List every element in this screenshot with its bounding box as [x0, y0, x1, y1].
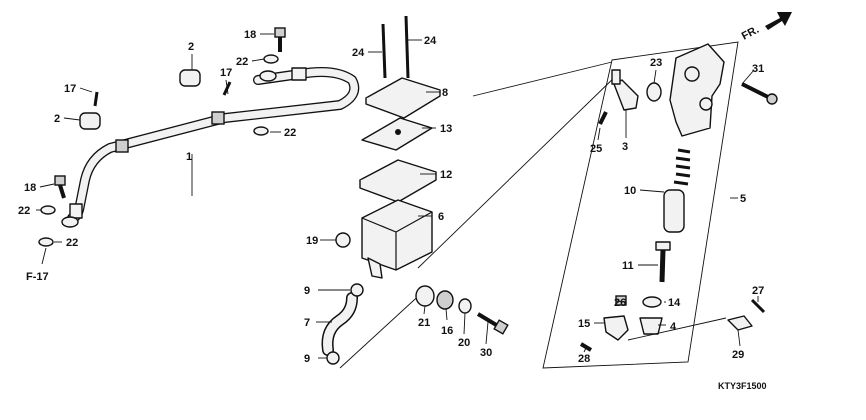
callout-24: 24 [352, 47, 365, 59]
callout-25: 25 [590, 143, 602, 155]
assembly-frame [542, 41, 739, 369]
leader-lines [36, 33, 759, 359]
callout-labels: 1 2 2 3 4 5 6 7 8 9 9 10 11 12 13 14 15 … [18, 29, 764, 365]
master-cylinder-body [669, 43, 725, 137]
joint-clip [727, 315, 753, 331]
frame-guide-middle [417, 71, 621, 269]
o-ring [646, 82, 662, 102]
sealing-washer [263, 54, 279, 64]
frame-guide-bottom [339, 289, 426, 369]
frame-guide-top [472, 61, 613, 97]
hose-sleeve [211, 111, 225, 125]
callout-19: 19 [306, 235, 318, 247]
callout-5: 5 [740, 193, 746, 205]
callout-16: 16 [441, 325, 453, 337]
piston-cup [663, 189, 685, 233]
arrow-icon [765, 12, 792, 30]
callout-22: 22 [284, 127, 296, 139]
callout-3: 3 [622, 141, 628, 153]
hose-fitting [291, 67, 307, 81]
direction-label: FR. [740, 24, 761, 43]
hose-clip [350, 283, 364, 297]
joint-pin [579, 342, 593, 352]
joint-boss [415, 285, 435, 307]
callout-17: 17 [220, 67, 232, 79]
callout-8: 8 [442, 87, 448, 99]
callout-7: 7 [304, 317, 310, 329]
push-rod-joint [603, 315, 629, 341]
reservoir-cap-screw [404, 15, 410, 79]
piston-spring [673, 148, 691, 186]
callout-29: 29 [732, 349, 744, 361]
hose-sleeve [115, 139, 129, 153]
callout-24: 24 [424, 35, 437, 47]
reservoir-joint [611, 69, 639, 111]
banjo-fitting [61, 216, 79, 228]
push-rod-boot [639, 317, 663, 335]
bolt [741, 82, 771, 100]
boot [642, 296, 662, 308]
callout-18: 18 [24, 182, 36, 194]
reservoir-tank [361, 199, 433, 279]
hose-clamp [179, 69, 201, 87]
callout-30: 30 [480, 347, 492, 359]
callout-9: 9 [304, 285, 310, 297]
callout-12: 12 [440, 169, 452, 181]
oil-bolt [274, 27, 286, 52]
callout-18: 18 [244, 29, 256, 41]
callout-6: 6 [438, 211, 444, 223]
drawing-code: KTY3F1500 [718, 381, 767, 391]
pin-leader [627, 317, 727, 341]
callout-26: 26 [614, 297, 626, 309]
grommet [335, 232, 351, 248]
hose-clip [326, 351, 340, 365]
callout-15: 15 [578, 318, 590, 330]
callout-22: 22 [66, 237, 78, 249]
callout-28: 28 [578, 353, 590, 365]
reservoir-cap [365, 90, 441, 119]
reference-leader [41, 247, 47, 265]
callout-23: 23 [650, 57, 662, 69]
callout-14: 14 [668, 297, 681, 309]
callout-21: 21 [418, 317, 430, 329]
flat-washer [458, 298, 472, 314]
screw [93, 91, 99, 107]
callout-10: 10 [624, 185, 636, 197]
cotter-pin [750, 298, 766, 314]
push-rod [655, 241, 671, 283]
brake-hose [61, 67, 360, 228]
callout-22: 22 [18, 205, 30, 217]
callout-9: 9 [304, 353, 310, 365]
o-ring [436, 290, 454, 310]
bolt [598, 111, 608, 125]
reference-label: F-17 [26, 271, 49, 283]
hose-clamp [79, 112, 101, 130]
oil-bolt [54, 175, 66, 199]
callout-11: 11 [622, 260, 634, 272]
reservoir-cap-screw [381, 23, 387, 79]
callout-13: 13 [440, 123, 452, 135]
callout-31: 31 [752, 63, 764, 75]
callout-1: 1 [186, 151, 192, 163]
mounting-bolt [476, 312, 509, 335]
banjo-fitting [259, 70, 277, 82]
callout-27: 27 [752, 285, 764, 297]
callout-2: 2 [54, 113, 60, 125]
callout-17: 17 [64, 83, 76, 95]
hose-fitting [69, 203, 83, 219]
lock-nut [615, 295, 627, 306]
callout-4: 4 [670, 321, 677, 333]
callout-22: 22 [236, 56, 248, 68]
sealing-washer [253, 126, 269, 136]
assembly-outline [339, 41, 739, 369]
sealing-washer [40, 205, 56, 215]
sealing-washer [38, 237, 54, 247]
front-direction-indicator: FR. [740, 12, 792, 43]
callout-20: 20 [458, 337, 470, 349]
callout-2: 2 [188, 41, 194, 53]
